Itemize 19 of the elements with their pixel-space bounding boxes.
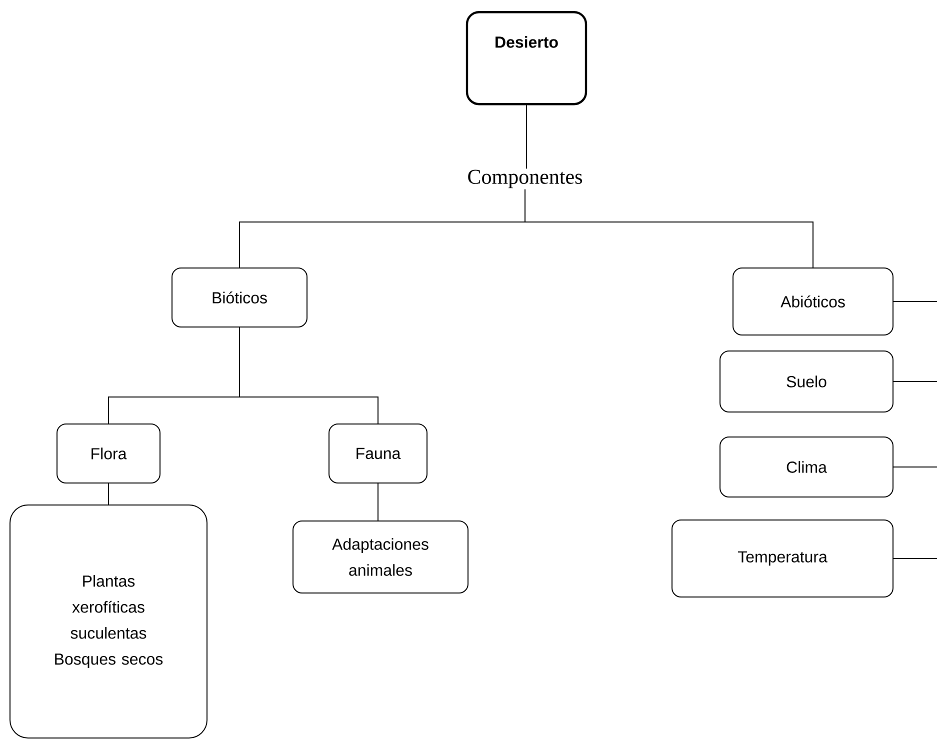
connector-line xyxy=(526,104,527,170)
connector-line xyxy=(893,381,937,382)
connector-line xyxy=(108,483,109,505)
concept-box: Bióticos xyxy=(172,268,308,328)
concept-box: Fauna xyxy=(328,423,428,484)
branch-label: Componentes xyxy=(468,170,582,188)
concept-box: Suelo xyxy=(720,350,894,412)
connector-line xyxy=(893,466,937,468)
concept-box: Abióticos xyxy=(732,268,894,336)
concept-box: Flora xyxy=(56,423,160,484)
connector-line xyxy=(524,188,814,268)
connector-line xyxy=(893,558,937,559)
concept-box: Adaptaciones animales xyxy=(292,520,468,594)
concept-box: Clima xyxy=(720,436,894,498)
connector-line xyxy=(239,326,378,424)
concept-box: Plantas xerofíticas suculentas Bosques secos xyxy=(10,504,208,738)
connector-line xyxy=(893,300,937,302)
title-box: Desierto xyxy=(466,11,588,106)
concept-box: Temperatura xyxy=(672,519,894,598)
